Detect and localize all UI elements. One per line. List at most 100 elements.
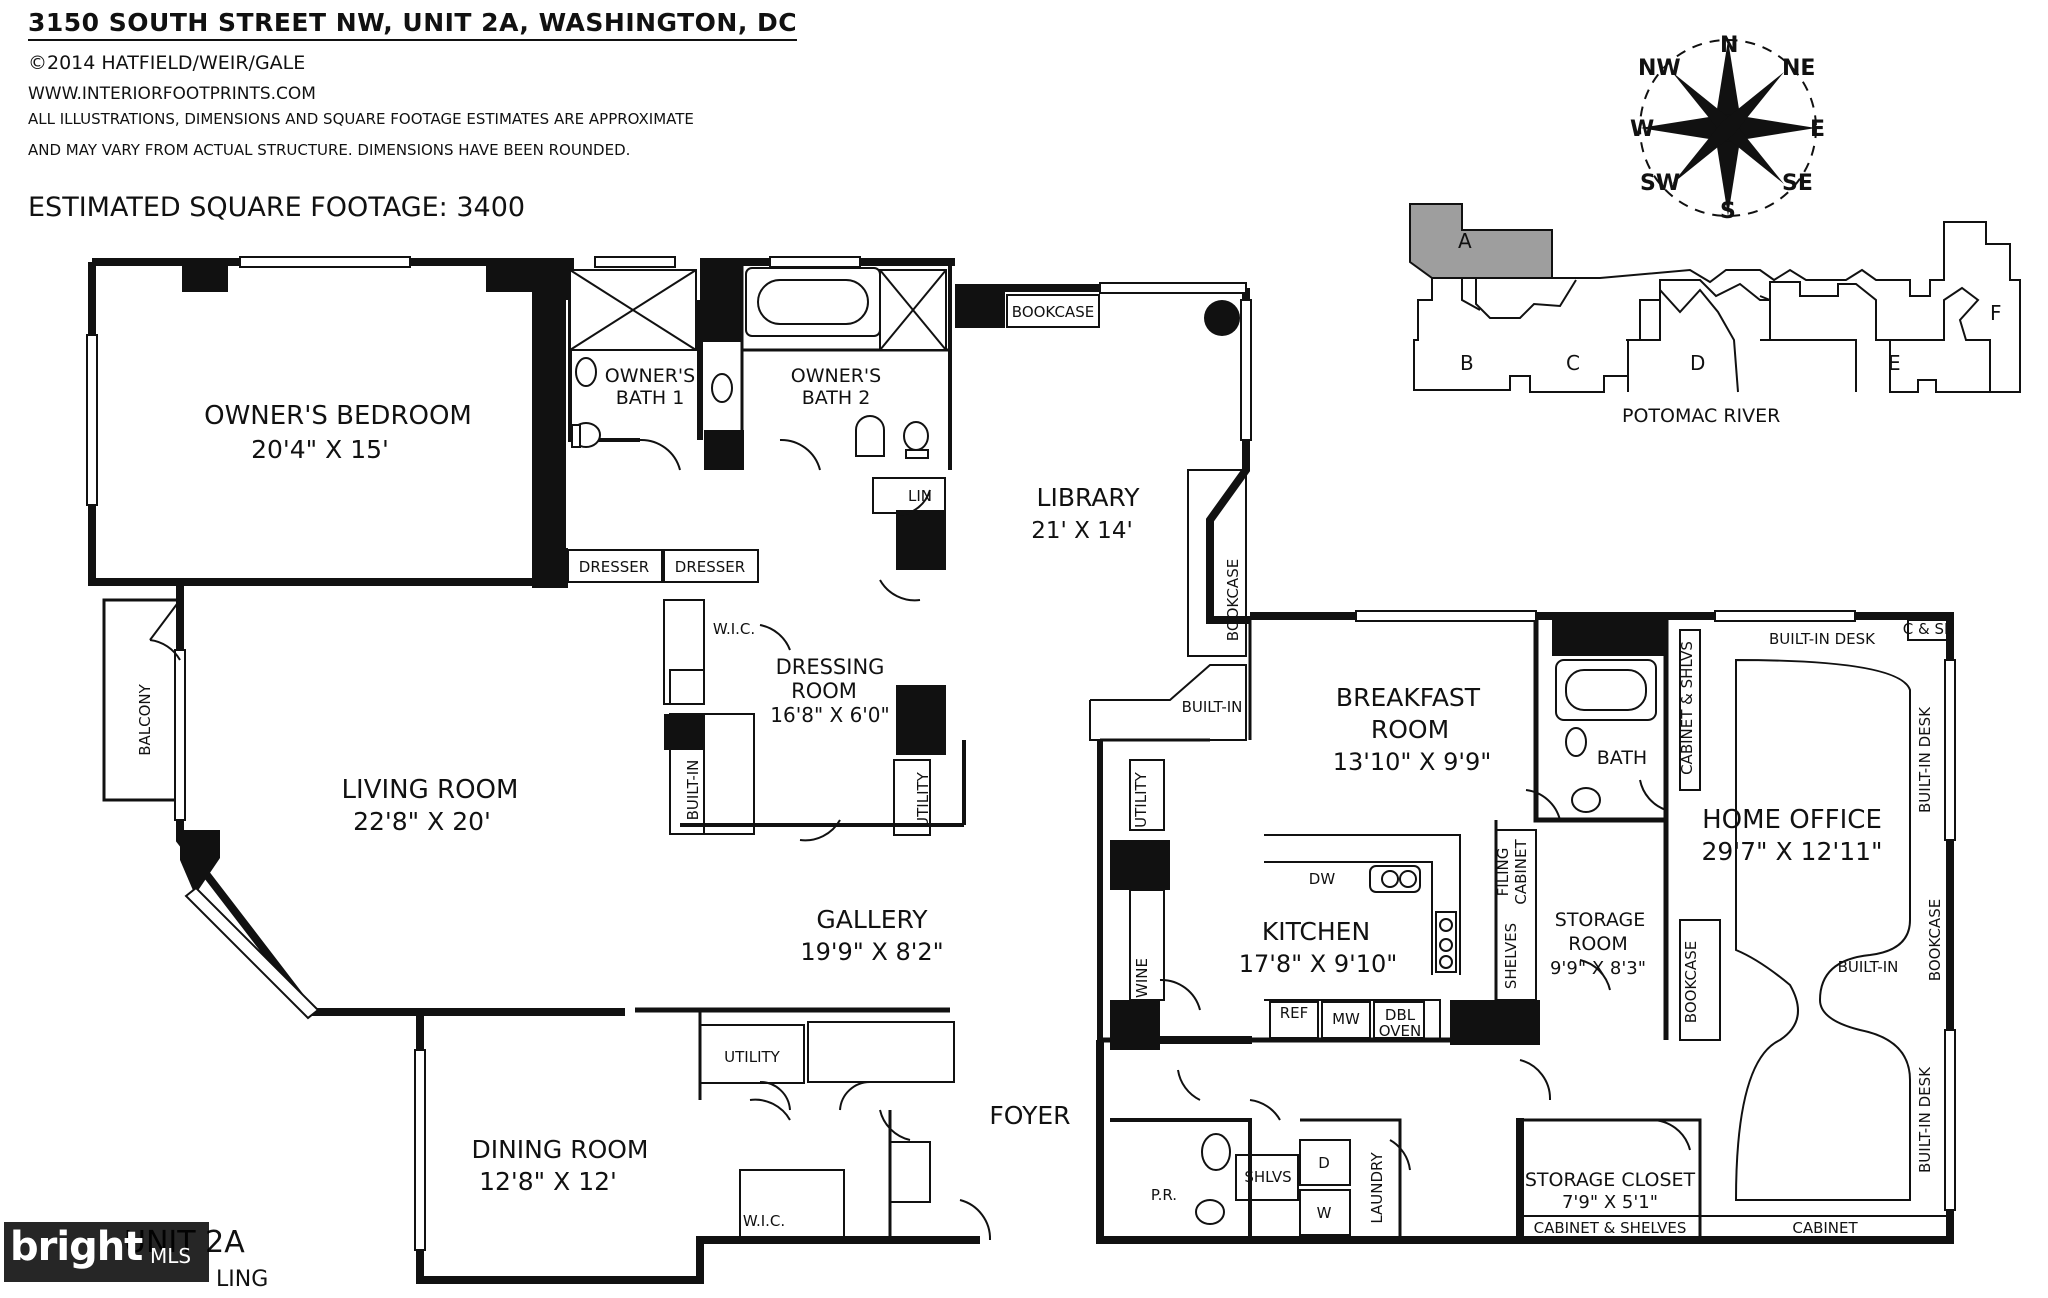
label-wic-dressing: W.I.C. bbox=[713, 620, 755, 638]
label-wine: WINE bbox=[1133, 958, 1151, 998]
unit-label-sub: LING bbox=[216, 1267, 268, 1292]
label-bookcase-office: BOOKCASE bbox=[1682, 941, 1700, 1023]
room-gallery-name: GALLERY bbox=[816, 905, 928, 934]
windows bbox=[86, 256, 1956, 1251]
compass-s: S bbox=[1720, 199, 1736, 224]
bright-mls-logo: bright MLS bbox=[0, 1216, 212, 1298]
disclaimer-line-2: AND MAY VARY FROM ACTUAL STRUCTURE. DIME… bbox=[28, 141, 631, 159]
square-footage: ESTIMATED SQUARE FOOTAGE: 3400 bbox=[28, 192, 526, 223]
label-lin: LIN bbox=[908, 487, 932, 505]
room-dressing-sub: ROOM bbox=[791, 679, 857, 703]
brand-suffix: MLS bbox=[150, 1244, 192, 1268]
room-owners-bath-2-name: OWNER'S bbox=[791, 365, 881, 387]
doors bbox=[149, 438, 1691, 1241]
room-dressing-dims: 16'8" X 6'0" bbox=[770, 703, 889, 727]
label-pr: P.R. bbox=[1151, 1186, 1177, 1204]
label-builtin-desk-right: BUILT-IN DESK bbox=[1916, 706, 1934, 813]
label-shlvs: SHLVS bbox=[1244, 1168, 1291, 1186]
label-balcony: BALCONY bbox=[136, 683, 154, 755]
room-storage-dims: 9'9" X 8'3" bbox=[1550, 958, 1646, 979]
fixture-labels: BOOKCASE LIN DRESSER DRESSER W.I.C. BOOK… bbox=[136, 303, 1955, 1237]
label-dryer: D bbox=[1318, 1154, 1330, 1172]
label-laundry: LAUNDRY bbox=[1368, 1151, 1386, 1223]
room-kitchen-dims: 17'8" X 9'10" bbox=[1239, 950, 1398, 978]
label-bookcase-office-right: BOOKCASE bbox=[1926, 899, 1944, 981]
room-home-office-dims: 29'7" X 12'11" bbox=[1701, 837, 1882, 866]
site-unit-f-label: F bbox=[1990, 301, 2002, 325]
room-dining-dims: 12'8" X 12' bbox=[479, 1167, 617, 1196]
label-washer: W bbox=[1317, 1204, 1332, 1222]
label-filing: FILING bbox=[1494, 848, 1512, 897]
compass-se: SE bbox=[1782, 171, 1813, 196]
site-unit-a-highlight bbox=[1409, 203, 1553, 279]
compass-sw: SW bbox=[1640, 171, 1680, 196]
label-builtin-desk-top: BUILT-IN DESK bbox=[1769, 630, 1876, 648]
room-kitchen-name: KITCHEN bbox=[1262, 917, 1370, 946]
label-dresser-1: DRESSER bbox=[579, 558, 649, 576]
room-breakfast-name: BREAKFAST bbox=[1336, 683, 1481, 712]
site-unit-a-label: A bbox=[1458, 229, 1472, 253]
label-cabinet-shlvs: CABINET & SHLVS bbox=[1678, 641, 1696, 775]
room-living-dims: 22'8" X 20' bbox=[353, 807, 491, 836]
label-utility-dressing: UTILITY bbox=[914, 771, 932, 828]
label-filing-cabinet: CABINET bbox=[1512, 839, 1530, 905]
wall-blocks bbox=[180, 262, 1664, 1050]
site-river-label: POTOMAC RIVER bbox=[1622, 405, 1780, 427]
label-dresser-2: DRESSER bbox=[675, 558, 745, 576]
room-owners-bedroom-name: OWNER'S BEDROOM bbox=[204, 401, 472, 431]
brand-name: bright bbox=[10, 1224, 143, 1270]
room-home-office-name: HOME OFFICE bbox=[1702, 805, 1882, 835]
kitchen-counters bbox=[1264, 834, 1461, 1040]
room-bath-name: BATH bbox=[1597, 747, 1647, 769]
room-storage-sub: ROOM bbox=[1568, 933, 1628, 955]
label-oven: OVEN bbox=[1379, 1022, 1422, 1040]
label-mw: MW bbox=[1332, 1010, 1360, 1028]
room-storage-closet-dims: 7'9" X 5'1" bbox=[1562, 1192, 1658, 1213]
room-library-name: LIBRARY bbox=[1037, 483, 1141, 512]
label-ref: REF bbox=[1280, 1004, 1309, 1022]
site-unit-b-label: B bbox=[1460, 351, 1474, 375]
room-foyer-name: FOYER bbox=[989, 1101, 1070, 1130]
room-dressing-name: DRESSING bbox=[776, 655, 885, 679]
room-owners-bedroom-dims: 20'4" X 15' bbox=[251, 435, 389, 464]
copyright-text: ©2014 HATFIELD/WEIR/GALE bbox=[28, 52, 306, 74]
site-unit-d-label: D bbox=[1690, 351, 1705, 375]
label-shelves-storage: SHELVES bbox=[1502, 923, 1520, 989]
label-builtin-office: BUILT-IN bbox=[1838, 958, 1899, 976]
label-utility-kitchen: UTILITY bbox=[1132, 771, 1150, 828]
label-cabinet-office: CABINET bbox=[1792, 1219, 1858, 1237]
room-library-dims: 21' X 14' bbox=[1031, 518, 1133, 544]
label-builtin-dressing: BUILT-IN bbox=[684, 760, 702, 821]
site-unit-c-label: C bbox=[1566, 351, 1580, 375]
room-gallery-dims: 19'9" X 8'2" bbox=[800, 938, 943, 966]
compass-rose-icon: N NE E SE S SW W NW bbox=[1630, 33, 1825, 224]
room-owners-bath-1-sub: BATH 1 bbox=[616, 387, 685, 409]
label-dw: DW bbox=[1309, 870, 1336, 888]
label-bookcase-library: BOOKCASE bbox=[1224, 559, 1242, 641]
room-owners-bath-2-sub: BATH 2 bbox=[802, 387, 871, 409]
room-owners-bath-1-name: OWNER'S bbox=[605, 365, 695, 387]
disclaimer-line-1: ALL ILLUSTRATIONS, DIMENSIONS AND SQUARE… bbox=[28, 110, 694, 128]
label-builtin-desk-lower: BUILT-IN DESK bbox=[1916, 1066, 1934, 1173]
bath-fixtures bbox=[569, 267, 1657, 1225]
label-builtin-library: BUILT-IN bbox=[1182, 698, 1243, 716]
room-breakfast-sub: ROOM bbox=[1371, 715, 1449, 744]
site-unit-e-label: E bbox=[1888, 351, 1901, 375]
room-storage-closet-name: STORAGE CLOSET bbox=[1525, 1169, 1696, 1191]
label-wic-dining: W.I.C. bbox=[743, 1212, 785, 1230]
label-cabinet-shelves: CABINET & SHELVES bbox=[1534, 1219, 1687, 1237]
room-storage-name: STORAGE bbox=[1555, 909, 1645, 931]
compass-w: W bbox=[1630, 117, 1654, 142]
compass-ne: NE bbox=[1782, 56, 1815, 81]
compass-e: E bbox=[1810, 117, 1825, 142]
label-utility-gallery: UTILITY bbox=[724, 1048, 781, 1066]
site-map: A B C D E F POTOMAC RIVER bbox=[1409, 203, 2021, 427]
compass-nw: NW bbox=[1638, 56, 1681, 81]
label-dbl: DBL bbox=[1385, 1006, 1416, 1024]
room-dining-name: DINING ROOM bbox=[471, 1135, 648, 1164]
website-text: WWW.INTERIORFOOTPRINTS.COM bbox=[28, 84, 316, 104]
address-title: 3150 SOUTH STREET NW, UNIT 2A, WASHINGTO… bbox=[28, 8, 798, 41]
room-living-name: LIVING ROOM bbox=[342, 775, 519, 805]
room-breakfast-dims: 13'10" X 9'9" bbox=[1333, 748, 1492, 776]
